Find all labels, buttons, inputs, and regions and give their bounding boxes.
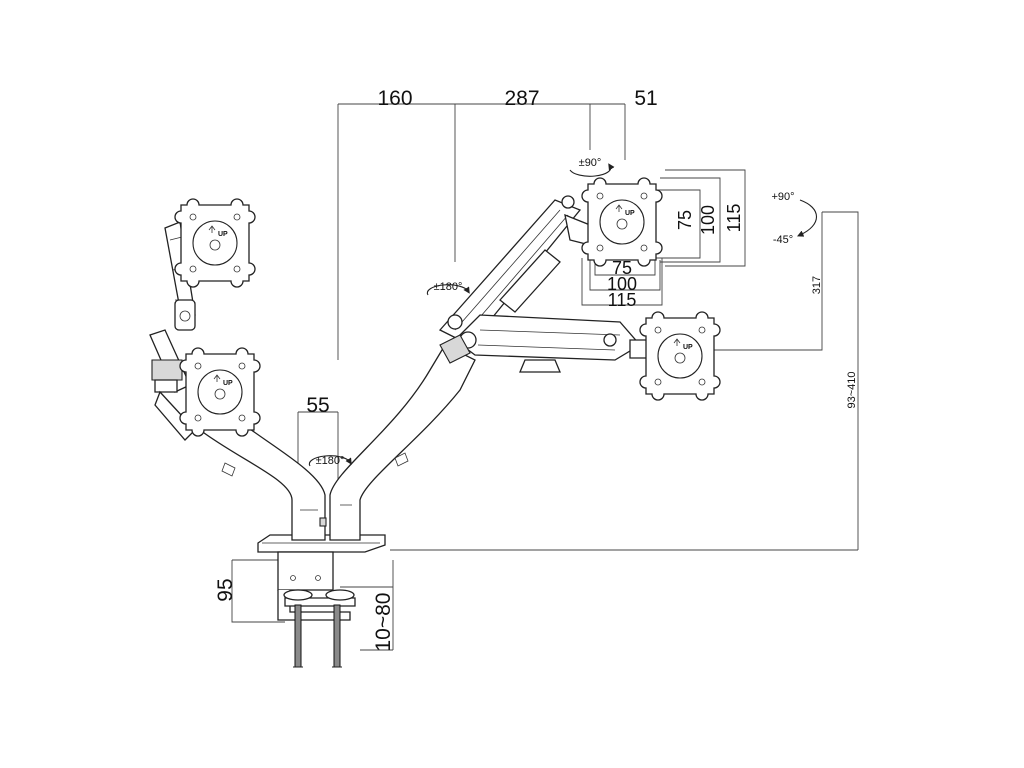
dim-vesa-h75: 75 (612, 258, 632, 278)
dim-vesa-v75: 75 (675, 210, 695, 230)
right-lower-arm (439, 314, 651, 373)
dim-93-410: 93~410 (846, 371, 858, 408)
dim-vesa-h115: 115 (608, 290, 637, 310)
left-lower-vesa-plate (179, 347, 261, 437)
plate-up-label-3: UP (625, 210, 635, 217)
dim-51: 51 (634, 87, 657, 110)
dim-vesa-v100: 100 (698, 205, 718, 235)
right-upper-vesa-plate (581, 177, 663, 267)
dim-317: 317 (811, 276, 823, 294)
tilt-down-label: -45° (773, 234, 793, 246)
right-lower-vesa-plate (639, 311, 721, 401)
dim-vesa-v115: 115 (724, 204, 744, 233)
rotation-arrows (308, 163, 817, 467)
plate-up-label-4: UP (683, 344, 693, 351)
tilt-up-label: +90° (771, 191, 794, 203)
right-upper-arm (438, 195, 601, 346)
rot-90-label: ±90° (579, 157, 602, 169)
dim-vesa-h100: 100 (607, 274, 637, 294)
dim-55: 55 (306, 394, 329, 417)
dim-160: 160 (377, 87, 412, 110)
plate-up-label-1: UP (218, 231, 228, 238)
desk-clamp (257, 534, 386, 668)
dim-10-80: 10~80 (372, 593, 395, 652)
dim-287: 287 (504, 87, 539, 110)
left-upper-vesa-plate (174, 198, 256, 288)
rot-180-mid-label: ±180° (434, 281, 463, 293)
dimension-lines (231, 103, 859, 651)
labels: 160 287 51 75 100 115 75 100 115 317 93~… (214, 87, 858, 651)
rot-180-base-label: ±180° (316, 455, 345, 467)
plate-up-label-2: UP (223, 380, 233, 387)
dim-95: 95 (214, 578, 237, 601)
